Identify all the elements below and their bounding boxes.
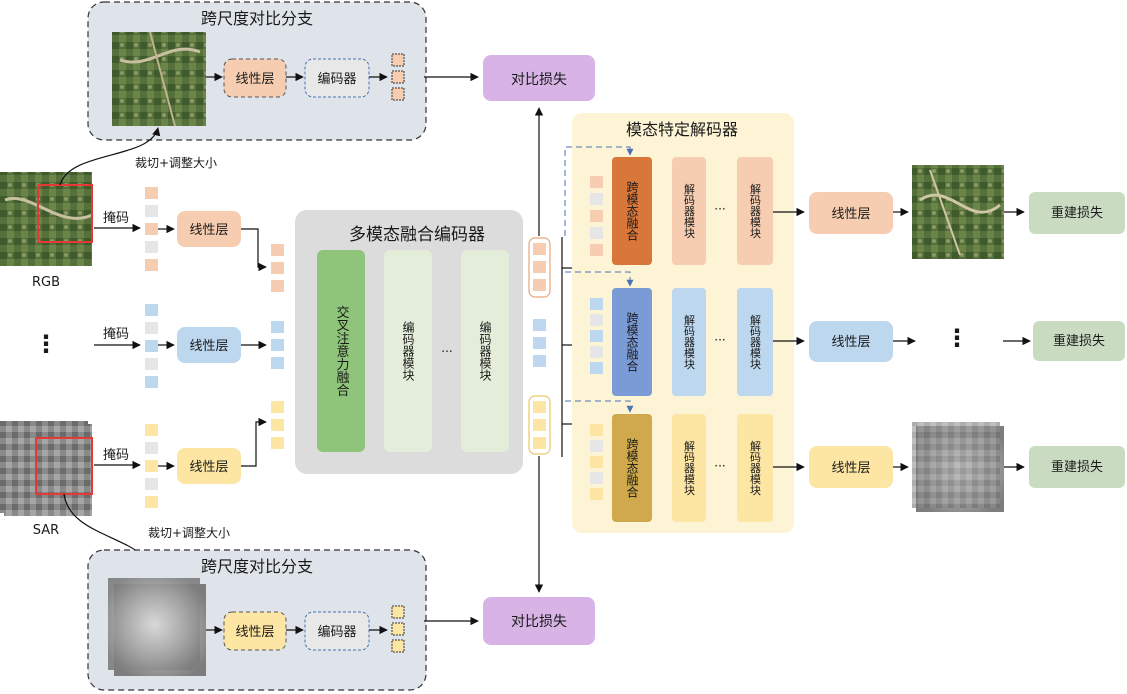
rgb-cross-modal-fusion-block	[612, 157, 652, 265]
middle-linear-label: 线性层	[189, 339, 228, 354]
rgb-output-linear-layer	[809, 192, 893, 234]
middle-decoder-block-2	[737, 288, 773, 396]
sar-reconstructed-image	[912, 422, 1004, 512]
top-branch-encoder	[304, 58, 370, 98]
rgb-decoder-tokens	[590, 176, 603, 256]
rgb-decoder-block-2	[737, 157, 773, 265]
rgb-visible-tokens	[271, 244, 284, 292]
rgb-cross-modal-fusion-label: 跨模态融合	[625, 181, 639, 241]
middle-reconstruction-loss-label: 重建损失	[1053, 333, 1105, 349]
middle-decoder-tokens	[590, 298, 603, 374]
bottom-branch-encoder-label: 编码器	[317, 625, 356, 640]
multimodal-fusion-encoder: 多模态融合编码器 交叉注意力融合 编码器模块 ... 编码器模块	[295, 210, 523, 474]
fused-rgb-tokens	[528, 237, 551, 298]
middle-mask-label: 掩码	[103, 327, 129, 342]
middle-output-linear-layer	[809, 321, 893, 362]
top-branch-title: 跨尺度对比分支	[201, 9, 313, 28]
rgb-decoder-block-1	[672, 157, 706, 265]
bottom-branch-tokens	[391, 605, 405, 653]
bottom-branch-encoder	[304, 611, 370, 651]
sar-linear-label: 线性层	[189, 460, 228, 475]
top-branch-linear-layer	[223, 58, 287, 98]
sar-decoder-block-1	[672, 414, 706, 522]
rgb-input-image	[0, 172, 93, 266]
fusion-encoder-ellipsis: ...	[441, 341, 452, 355]
middle-modality-ellipsis: ⋮	[34, 330, 58, 358]
cross-attention-fusion-label: 交叉注意力融合	[334, 305, 350, 397]
middle-decoder-block-1-label: 解码器模块	[683, 313, 696, 370]
sar-linear-layer	[177, 448, 241, 484]
bottom-contrastive-loss-box	[483, 597, 595, 645]
sar-visible-tokens	[271, 401, 284, 449]
modality-decoder-title: 模态特定解码器	[626, 120, 738, 139]
bottom-contrastive-loss-label: 对比损失	[511, 614, 567, 630]
top-branch-encoder-label: 编码器	[317, 72, 356, 87]
sar-decoder-tokens	[590, 424, 603, 500]
middle-reconstruction-loss-box	[1033, 321, 1125, 361]
rgb-linear-label: 线性层	[189, 223, 228, 238]
fused-sar-tokens	[528, 395, 551, 455]
middle-masked-tokens	[145, 304, 158, 388]
sar-cross-modal-fusion-block	[612, 414, 652, 522]
bottom-branch-linear-label: 线性层	[235, 625, 274, 640]
rgb-mask-label: 掩码	[103, 211, 129, 226]
fusion-encoder-block-1	[384, 250, 432, 452]
sar-mask-label: 掩码	[103, 448, 129, 463]
middle-decoder-block-1	[672, 288, 706, 396]
rgb-crop-resize-label: 裁切+调整大小	[135, 155, 217, 170]
top-branch-linear-label: 线性层	[235, 72, 274, 87]
top-cross-scale-branch: 跨尺度对比分支 线性层 编码器	[87, 1, 479, 141]
sar-decoder-block-2-label: 解码器模块	[749, 439, 762, 496]
middle-cross-modal-fusion-block	[612, 288, 652, 396]
rgb-modality-label: RGB	[32, 275, 60, 290]
sar-cross-modal-fusion-label: 跨模态融合	[625, 438, 639, 498]
cross-attention-fusion-block	[317, 250, 365, 452]
top-branch-rgb-crop-image	[112, 31, 206, 127]
sar-masked-tokens	[145, 424, 158, 508]
bottom-cross-scale-branch: 跨尺度对比分支 线性层 编码器	[87, 549, 479, 691]
sar-decoder-block-1-label: 解码器模块	[683, 439, 696, 496]
sar-output-linear-layer	[809, 446, 893, 488]
top-branch-tokens	[391, 53, 405, 101]
fused-middle-tokens	[533, 319, 546, 367]
top-contrastive-loss-label: 对比损失	[511, 72, 567, 88]
sar-modality-label: SAR	[33, 523, 59, 538]
rgb-decoder-block-2-label: 解码器模块	[749, 182, 762, 239]
middle-cross-modal-fusion-label: 跨模态融合	[625, 312, 639, 372]
middle-output-ellipsis: ⋮	[945, 324, 969, 352]
modality-specific-decoder: 模态特定解码器 跨模态融合 解码器模块 ··· 解码器模块 跨模态融合 解码器	[564, 113, 794, 533]
rgb-output-linear-label: 线性层	[831, 207, 870, 222]
rgb-masked-tokens	[145, 187, 158, 271]
sar-reconstruction-loss-box	[1029, 446, 1125, 488]
rgb-reconstruction-loss-box	[1029, 192, 1125, 234]
fusion-encoder-block-2	[461, 250, 509, 452]
fusion-encoder-block-2-label: 编码器模块	[478, 320, 492, 381]
sar-decoder-ellipsis: ···	[714, 459, 725, 473]
rgb-reconstruction-loss-label: 重建损失	[1051, 205, 1103, 221]
bottom-branch-title: 跨尺度对比分支	[201, 557, 313, 576]
sar-reconstruction-loss-label: 重建损失	[1051, 459, 1103, 475]
rgb-linear-layer	[177, 211, 241, 247]
sar-crop-resize-label: 裁切+调整大小	[148, 525, 230, 540]
rgb-crop-arrow	[59, 127, 161, 186]
bottom-branch-sar-crop-image	[108, 578, 206, 676]
sar-output-linear-label: 线性层	[831, 461, 870, 476]
rgb-decoder-block-1-label: 解码器模块	[683, 182, 696, 239]
fusion-encoder-block-1-label: 编码器模块	[401, 320, 415, 381]
fusion-encoder-title: 多模态融合编码器	[349, 225, 485, 245]
rgb-decoder-ellipsis: ···	[714, 202, 725, 216]
rgb-reconstructed-image	[912, 165, 1004, 259]
sar-decoder-block-2	[737, 414, 773, 522]
sar-input-image	[0, 421, 93, 516]
middle-linear-layer	[177, 327, 241, 363]
top-contrastive-loss-box	[483, 55, 595, 101]
bottom-branch-linear-layer	[223, 611, 287, 651]
middle-decoder-ellipsis: ···	[714, 333, 725, 347]
middle-output-linear-label: 线性层	[831, 335, 870, 350]
middle-decoder-block-2-label: 解码器模块	[749, 313, 762, 370]
middle-visible-tokens	[271, 321, 284, 369]
